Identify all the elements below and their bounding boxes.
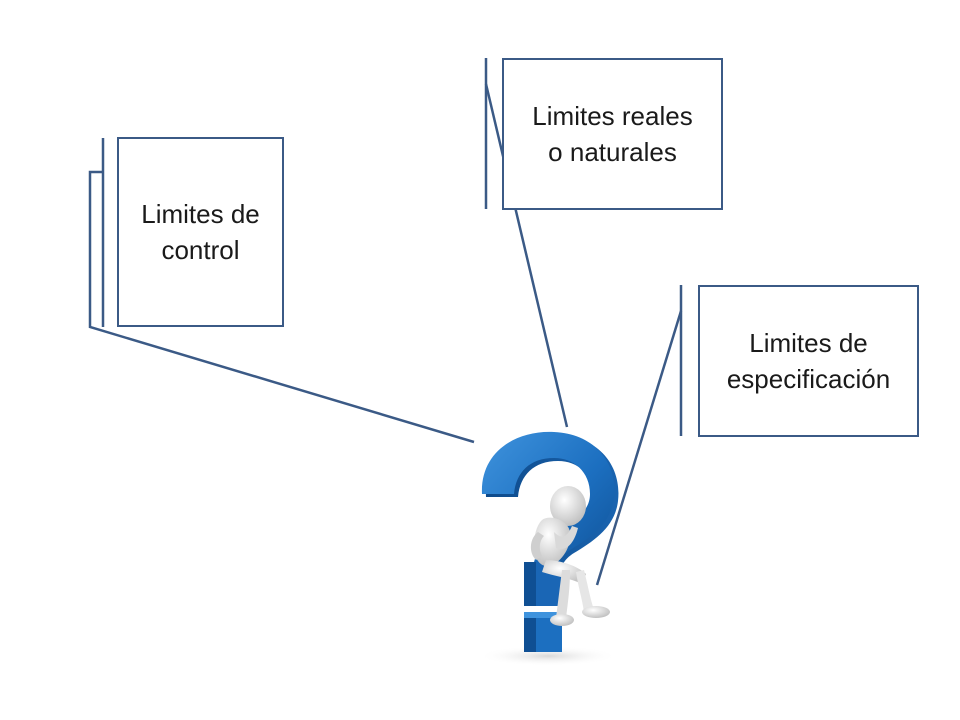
- callout-label: Limites de control: [141, 198, 260, 265]
- callout-limites-de-control: Limites de control: [117, 137, 284, 327]
- person-on-question-mark-icon: [478, 431, 619, 666]
- connector-especificacion: [595, 285, 683, 586]
- callout-limites-de-especificacion: Limites de especificación: [698, 285, 919, 437]
- callout-label: Limites de especificación: [726, 327, 891, 394]
- callout-label: Limites reales o naturales: [532, 100, 693, 167]
- connector-control: [88, 138, 475, 444]
- callout-limites-reales: Limites reales o naturales: [502, 58, 723, 210]
- connector-reales: [484, 58, 569, 428]
